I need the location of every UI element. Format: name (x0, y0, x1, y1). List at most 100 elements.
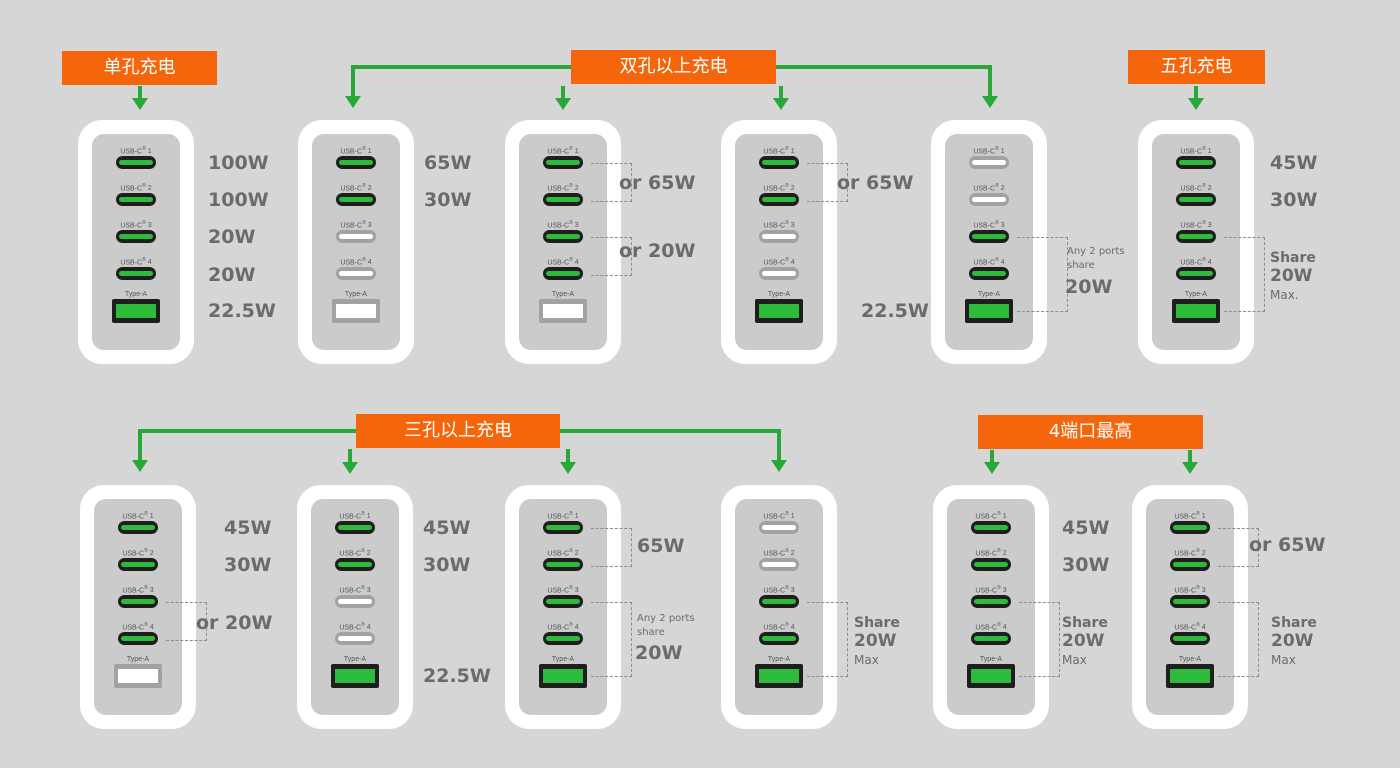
port-label: USB-C®1 (519, 146, 607, 155)
registered-mark: ® (569, 585, 573, 591)
type-a-port (1172, 299, 1220, 323)
port-label: USB-C®2 (92, 183, 180, 192)
port-type-text: USB-C (763, 513, 786, 521)
usb-c-port (759, 193, 799, 206)
registered-mark: ® (785, 585, 789, 591)
port-slot (335, 669, 375, 683)
usb-c-port (118, 632, 158, 645)
usb-c-port (543, 521, 583, 534)
registered-mark: ® (361, 585, 365, 591)
port-slot (1179, 271, 1213, 276)
port-slot (546, 599, 580, 604)
port-type-text: USB-C (1174, 513, 1197, 521)
wattage-label: 20W (635, 642, 683, 664)
port-label: USB-C®1 (945, 146, 1033, 155)
port-slot (762, 271, 796, 276)
port-number: 2 (366, 550, 371, 558)
port-label: USB-C®3 (735, 585, 823, 594)
port-slot (1173, 562, 1207, 567)
wattage-label: 20W (208, 226, 256, 248)
wattage-label: 65W (424, 152, 472, 174)
port-type-text: USB-C (122, 624, 145, 632)
port-slot (119, 271, 153, 276)
port-label: USB-C®4 (312, 257, 400, 266)
usb-c-port (759, 595, 799, 608)
port-label: USB-C®2 (311, 548, 399, 557)
wattage-label: 30W (424, 189, 472, 211)
port-number: 3 (147, 222, 152, 230)
type-a-port (965, 299, 1013, 323)
port-number: 1 (1000, 148, 1005, 156)
wattage-label: or 65W (619, 172, 696, 194)
registered-mark: ® (785, 257, 789, 263)
share-bracket (1218, 528, 1259, 567)
share-bracket (1218, 602, 1259, 677)
port-number: 2 (1000, 185, 1005, 193)
wattage-label: or 20W (196, 612, 273, 634)
registered-mark: ® (144, 511, 148, 517)
port-number: 4 (574, 259, 579, 267)
port-label: USB-C®4 (94, 622, 182, 631)
port-number: 1 (147, 148, 152, 156)
port-slot (1179, 234, 1213, 239)
registered-mark: ® (569, 257, 573, 263)
wattage-label: 20W (854, 631, 897, 651)
port-type-text: USB-C (1180, 222, 1203, 230)
tag-label: 双孔以上充电 (571, 50, 776, 84)
registered-mark: ® (785, 622, 789, 628)
port-slot (546, 234, 580, 239)
usb-c-port (759, 521, 799, 534)
tag-label: 4端口最高 (978, 415, 1203, 449)
port-label: Type-A (979, 656, 1003, 663)
port-number: 1 (149, 513, 154, 521)
port-slot (972, 234, 1006, 239)
usb-c-port (971, 595, 1011, 608)
registered-mark: ® (997, 622, 1001, 628)
type-a-port (1166, 664, 1214, 688)
port-number: 4 (1207, 259, 1212, 267)
type-a-port (112, 299, 160, 323)
port-number: 4 (149, 624, 154, 632)
type-a-port (755, 664, 803, 688)
registered-mark: ® (785, 548, 789, 554)
port-slot (546, 562, 580, 567)
port-number: 1 (366, 513, 371, 521)
port-label: USB-C®2 (735, 183, 823, 192)
port-number: 3 (1201, 587, 1206, 595)
registered-mark: ® (569, 548, 573, 554)
wattage-label: 20W (1271, 631, 1314, 651)
usb-c-port (336, 230, 376, 243)
registered-mark: ® (785, 183, 789, 189)
registered-mark: ® (361, 548, 365, 554)
usb-c-port (543, 558, 583, 571)
port-type-text: USB-C (763, 185, 786, 193)
wattage-label: 20W (1270, 266, 1313, 286)
port-type-text: USB-C (340, 222, 363, 230)
port-slot (119, 197, 153, 202)
port-type-text: USB-C (763, 148, 786, 156)
usb-c-port (335, 558, 375, 571)
port-number: 4 (367, 259, 372, 267)
port-label: USB-C®1 (735, 146, 823, 155)
port-label: USB-C®1 (92, 146, 180, 155)
usb-c-port (543, 156, 583, 169)
registered-mark: ® (144, 585, 148, 591)
port-label: USB-C®4 (519, 622, 607, 631)
port-number: 2 (1002, 550, 1007, 558)
usb-c-port (969, 193, 1009, 206)
port-label: USB-C®4 (92, 257, 180, 266)
usb-c-port (335, 632, 375, 645)
port-type-text: USB-C (120, 185, 143, 193)
port-label: USB-C®2 (519, 548, 607, 557)
port-type-text: USB-C (1174, 624, 1197, 632)
type-a-port (331, 664, 379, 688)
wattage-label: 22.5W (208, 300, 276, 322)
arrow-head (984, 462, 1000, 474)
